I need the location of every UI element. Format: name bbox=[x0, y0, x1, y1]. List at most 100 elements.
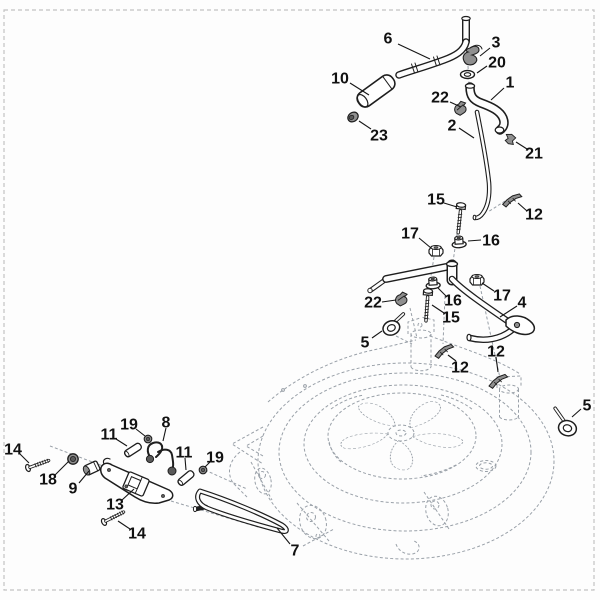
callout-2: 2 bbox=[448, 118, 457, 135]
leader-line-15 bbox=[431, 304, 445, 314]
callout-23: 23 bbox=[370, 128, 388, 145]
leader-line-1 bbox=[490, 87, 505, 101]
part-9-bushing bbox=[82, 460, 101, 476]
leader-line-23 bbox=[358, 120, 372, 130]
leader-line-19 bbox=[135, 428, 146, 437]
part-14-bolt-left bbox=[24, 458, 51, 473]
part-16-nut-upper bbox=[451, 235, 467, 249]
leader-line-22 bbox=[449, 101, 462, 108]
leader-line-8 bbox=[162, 427, 167, 442]
part-19-nut-right bbox=[198, 465, 208, 475]
callout-14: 14 bbox=[128, 526, 146, 543]
wheel-bracket-far-left bbox=[250, 461, 273, 501]
part-23-cap bbox=[347, 111, 359, 123]
leader-line-13 bbox=[121, 488, 135, 501]
callout-7: 7 bbox=[291, 543, 300, 560]
leader-line-14 bbox=[18, 452, 30, 464]
part-5-hook-left bbox=[382, 312, 406, 336]
callout-17: 17 bbox=[401, 226, 419, 243]
fan-ring bbox=[327, 392, 477, 480]
page-border bbox=[3, 9, 595, 591]
callout-5: 5 bbox=[583, 398, 592, 415]
leader-line-21 bbox=[515, 141, 528, 150]
part-12-clip-right bbox=[488, 373, 509, 389]
leader-line-16 bbox=[467, 239, 482, 242]
leader-line-19 bbox=[204, 461, 211, 468]
fan-impeller bbox=[340, 401, 464, 471]
leader-line-22 bbox=[381, 299, 397, 303]
axis-line bbox=[442, 295, 446, 345]
leader-line-6 bbox=[397, 43, 431, 60]
leader-line-11 bbox=[115, 438, 128, 447]
part-11-pin-left bbox=[123, 442, 142, 458]
part-15-bolt-upper bbox=[455, 202, 467, 235]
part-6-handle-tube bbox=[395, 15, 471, 79]
part-13-bracket bbox=[100, 457, 174, 504]
part-3-clip bbox=[462, 44, 483, 66]
callout-20: 20 bbox=[488, 55, 506, 72]
leader-line-9 bbox=[78, 470, 90, 484]
leader-line-17 bbox=[481, 282, 495, 292]
leader-line-20 bbox=[476, 65, 488, 74]
part-12-clip-top bbox=[501, 193, 523, 208]
callout-6: 6 bbox=[384, 31, 393, 48]
part-17-nut-right bbox=[469, 274, 485, 286]
callout-10: 10 bbox=[331, 71, 349, 88]
part-8-spring bbox=[145, 441, 177, 476]
callout-16: 16 bbox=[482, 233, 500, 250]
callout-5: 5 bbox=[361, 335, 370, 352]
callout-22: 22 bbox=[431, 90, 449, 107]
callout-22: 22 bbox=[364, 295, 382, 312]
wheel-bracket-right bbox=[423, 491, 450, 530]
part-22-clamp-lower bbox=[395, 291, 408, 307]
spindle-right bbox=[496, 375, 522, 421]
axis-line bbox=[204, 469, 248, 490]
callout-19: 19 bbox=[120, 417, 138, 434]
leader-line-18 bbox=[54, 460, 70, 476]
parts-layer bbox=[24, 15, 578, 534]
part-4-axle bbox=[367, 259, 536, 344]
leader-line-15 bbox=[443, 202, 458, 208]
leader-line-17 bbox=[418, 237, 432, 249]
callout-16: 16 bbox=[444, 293, 462, 310]
part-22-clamp-upper bbox=[454, 100, 467, 116]
part-19-nut-left bbox=[143, 434, 153, 444]
leader-line-12 bbox=[517, 202, 528, 212]
callout-3: 3 bbox=[492, 35, 501, 52]
callout-9: 9 bbox=[69, 481, 78, 498]
callout-15: 15 bbox=[427, 192, 445, 209]
callout-12: 12 bbox=[451, 360, 469, 377]
callout-17: 17 bbox=[493, 288, 511, 305]
callout-8: 8 bbox=[162, 415, 171, 432]
leader-line-12 bbox=[495, 356, 499, 373]
part-21-clip bbox=[504, 133, 517, 146]
callout-21: 21 bbox=[525, 146, 543, 163]
callout-13: 13 bbox=[106, 497, 124, 514]
leader-line-14 bbox=[117, 520, 131, 530]
callout-12: 12 bbox=[525, 207, 543, 224]
leader-line-4 bbox=[499, 305, 518, 318]
part-15-bolt-lower bbox=[422, 288, 434, 323]
part-18-nut bbox=[67, 453, 79, 465]
leader-line-2 bbox=[458, 127, 475, 139]
part-5-hook-right bbox=[553, 406, 578, 437]
callout-12: 12 bbox=[487, 344, 505, 361]
leader-line-12 bbox=[447, 354, 457, 362]
callout-15: 15 bbox=[442, 310, 460, 327]
part-20-washer bbox=[459, 69, 476, 80]
part-2-rod bbox=[472, 109, 492, 221]
callout-11: 11 bbox=[101, 427, 118, 444]
leader-line-10 bbox=[349, 82, 370, 96]
leader-line-5 bbox=[371, 330, 383, 339]
part-12-clip-mid bbox=[434, 343, 455, 359]
leader-line-5 bbox=[571, 408, 582, 418]
leader-line-11 bbox=[184, 457, 187, 471]
part-1-lever-handle bbox=[464, 82, 509, 135]
leader-line-16 bbox=[437, 287, 447, 297]
part-16-nut-lower bbox=[425, 276, 441, 290]
leader-line-3 bbox=[479, 47, 491, 57]
leader-line-7 bbox=[276, 527, 291, 545]
callout-4: 4 bbox=[518, 295, 527, 312]
